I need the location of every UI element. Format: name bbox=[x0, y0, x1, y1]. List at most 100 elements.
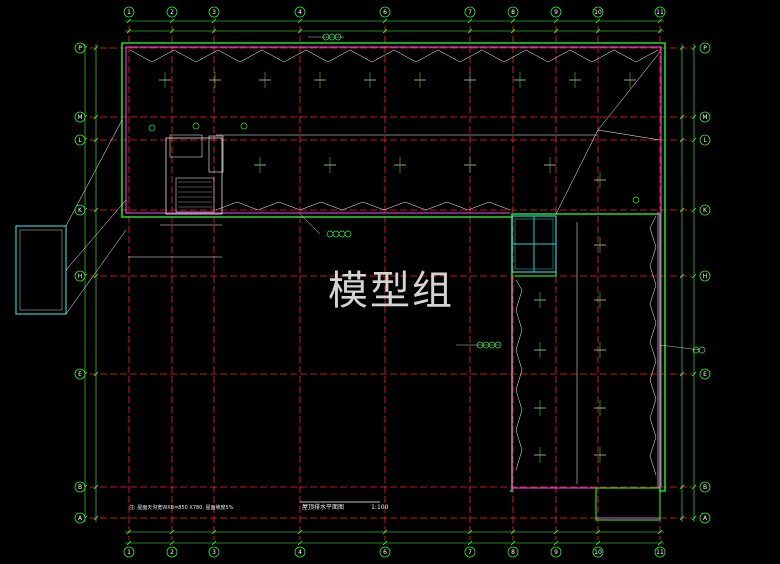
dimension-tick bbox=[93, 371, 99, 377]
dimension-tick bbox=[169, 540, 175, 546]
grid-bubble-row-left: M bbox=[74, 111, 86, 123]
grid-bubble-label: 6 bbox=[383, 549, 387, 556]
callout-leader bbox=[299, 213, 321, 235]
dimension-tick bbox=[679, 114, 685, 120]
grid-bubble-row-left: K bbox=[74, 204, 86, 216]
grid-bubble-circle bbox=[654, 6, 666, 18]
skylight-inner bbox=[514, 218, 554, 270]
grid-bubble-circle bbox=[592, 546, 604, 558]
grid-bubble-row-left: A bbox=[74, 512, 86, 524]
dimension-tick bbox=[691, 515, 697, 521]
plan-note: 注: 屋面天沟宽WXB=850 X780, 屋面坡度5% bbox=[129, 505, 234, 511]
dimension-tick bbox=[169, 529, 175, 535]
grid-bubble-label: 10 bbox=[594, 9, 602, 16]
grid-bubble-label: A bbox=[78, 515, 83, 522]
parapet-line bbox=[125, 47, 510, 214]
grid-bubble-label: L bbox=[78, 137, 82, 144]
grid-bubble-label: 9 bbox=[554, 9, 558, 16]
grid-bubble-circle bbox=[464, 6, 476, 18]
dimension-tick bbox=[691, 114, 697, 120]
dimension-tick bbox=[595, 18, 601, 24]
dimension-tick bbox=[297, 28, 303, 34]
grid-bubble-column-top: 6 bbox=[379, 6, 391, 18]
vent-box bbox=[208, 135, 224, 173]
grid-bubble-column-bottom: 9 bbox=[550, 546, 562, 558]
dimension-tick bbox=[93, 114, 99, 120]
grid-bubble-label: 10 bbox=[594, 549, 602, 556]
grid-bubble-circle bbox=[74, 111, 86, 123]
grid-bubble-row-right: A bbox=[699, 512, 711, 524]
dimension-tick bbox=[553, 18, 559, 24]
grid-bubble-circle bbox=[379, 546, 391, 558]
grid-bubble-column-bottom: 11 bbox=[654, 546, 666, 558]
dimension-tick bbox=[553, 28, 559, 34]
grid-bubble-row-right: B bbox=[699, 481, 711, 493]
dimension-tick bbox=[595, 540, 601, 546]
grid-bubble-circle bbox=[74, 512, 86, 524]
grid-bubble-column-bottom: 3 bbox=[208, 546, 220, 558]
downpipe-callout bbox=[148, 124, 156, 132]
dimension-tick bbox=[691, 484, 697, 490]
dimension-tick bbox=[679, 45, 685, 51]
dimension-tick bbox=[691, 207, 697, 213]
grid-bubble-column-top: 3 bbox=[208, 6, 220, 18]
dimension-tick bbox=[595, 529, 601, 535]
grid-bubble-label: 1 bbox=[127, 9, 131, 16]
grid-bubble-column-bottom: 10 bbox=[592, 546, 604, 558]
downpipe-callout bbox=[338, 230, 346, 238]
grid-bubble-label: P bbox=[78, 45, 82, 52]
dimension-tick bbox=[297, 18, 303, 24]
grid-bubble-label: H bbox=[703, 273, 708, 280]
dimension-tick bbox=[297, 540, 303, 546]
dimension-tick bbox=[211, 529, 217, 535]
downpipe-callout bbox=[240, 122, 248, 130]
grid-bubble-label: 11 bbox=[656, 549, 664, 556]
ridge-line bbox=[215, 201, 511, 211]
valley-line bbox=[597, 129, 661, 141]
grid-bubble-circle bbox=[550, 546, 562, 558]
wing-wall bbox=[515, 272, 557, 277]
dimension-tick bbox=[657, 540, 663, 546]
grid-bubble-column-top: 7 bbox=[464, 6, 476, 18]
dimension-tick bbox=[691, 137, 697, 143]
grid-bubble-column-top: 11 bbox=[654, 6, 666, 18]
dimension-tick bbox=[657, 28, 663, 34]
dimension-tick bbox=[679, 484, 685, 490]
dimension-lines bbox=[82, 18, 697, 546]
grid-bubble-label: B bbox=[78, 484, 82, 491]
grid-bubble-circle bbox=[166, 546, 178, 558]
dimension-tick bbox=[679, 515, 685, 521]
grid-bubble-circle bbox=[294, 546, 306, 558]
equipment-box bbox=[169, 134, 203, 158]
dimension-tick bbox=[211, 18, 217, 24]
dimension-tick bbox=[691, 273, 697, 279]
grid-bubble-column-bottom: 7 bbox=[464, 546, 476, 558]
grid-bubble-label: 7 bbox=[468, 549, 472, 556]
dimension-tick bbox=[510, 529, 516, 535]
valley-line bbox=[597, 51, 661, 131]
grid-bubble-circle bbox=[74, 204, 86, 216]
grid-bubble-column-bottom: 8 bbox=[507, 546, 519, 558]
grid-bubble-circle bbox=[699, 368, 711, 380]
dimension-tick bbox=[510, 28, 516, 34]
grid-bubble-label: H bbox=[78, 273, 83, 280]
dimension-tick bbox=[126, 540, 132, 546]
axis-lines bbox=[90, 26, 692, 540]
downpipe-callout bbox=[344, 230, 352, 238]
grid-bubble-row-left: P bbox=[74, 42, 86, 54]
downpipe-callout bbox=[332, 230, 340, 238]
dimension-tick bbox=[691, 45, 697, 51]
grid-bubble-row-right: M bbox=[699, 111, 711, 123]
dimension-tick bbox=[382, 540, 388, 546]
parapet-line bbox=[126, 46, 662, 488]
dimension-tick bbox=[657, 529, 663, 535]
roof-details bbox=[15, 33, 706, 503]
stair-shaft bbox=[165, 137, 223, 215]
grid-bubble-column-bottom: 6 bbox=[379, 546, 391, 558]
detail-box-inner bbox=[19, 229, 63, 311]
grid-bubble-circle bbox=[123, 6, 135, 18]
dimension-tick bbox=[679, 207, 685, 213]
grid-bubble-circle bbox=[699, 270, 711, 282]
grid-bubble-row-right: H bbox=[699, 270, 711, 282]
